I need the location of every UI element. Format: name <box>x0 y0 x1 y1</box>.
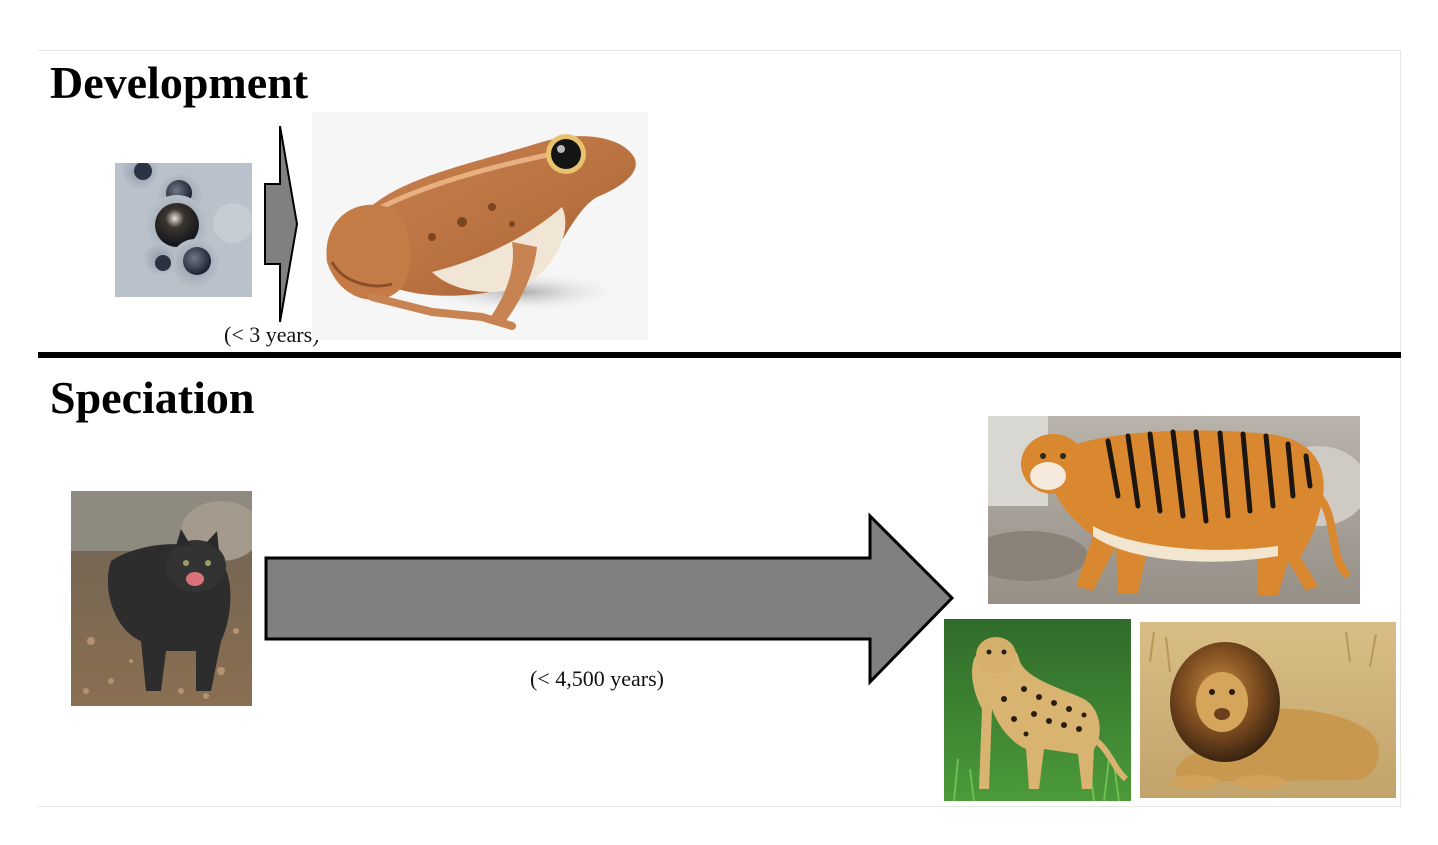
jaguarundi-photo <box>71 491 252 706</box>
frog-photo <box>312 112 648 340</box>
development-arrow <box>262 126 302 326</box>
cheetah-photo <box>944 619 1131 801</box>
frame-right-line <box>1400 50 1401 807</box>
frame-bottom-line <box>38 806 1400 807</box>
frame-top-line <box>38 50 1400 51</box>
tiger-photo <box>988 416 1360 604</box>
lion-photo <box>1140 622 1396 798</box>
section-divider <box>38 352 1401 358</box>
development-title: Development <box>50 60 308 106</box>
speciation-duration: (< 4,500 years) <box>530 668 664 690</box>
speciation-title: Speciation <box>50 375 254 421</box>
development-duration: (< 3 years) <box>224 324 319 346</box>
frog-eggs-photo <box>115 163 252 297</box>
speciation-arrow <box>262 512 958 688</box>
